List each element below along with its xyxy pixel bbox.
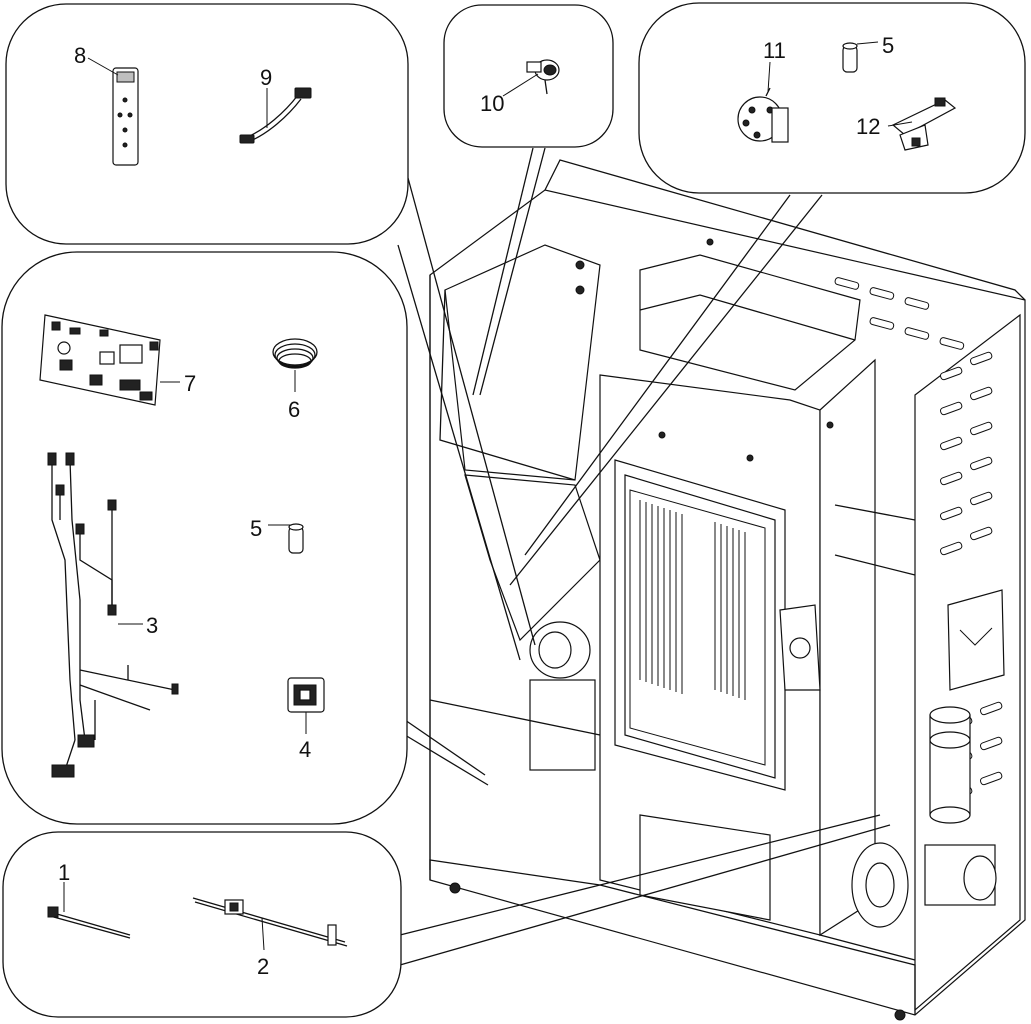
label-part-11: 11 bbox=[763, 38, 786, 63]
wire-coil-part bbox=[272, 338, 318, 369]
leader-lines bbox=[397, 147, 891, 966]
glass-door bbox=[614, 459, 821, 791]
label-part-10: 10 bbox=[480, 91, 504, 116]
probe-part-1 bbox=[47, 906, 131, 939]
label-part-6: 6 bbox=[288, 397, 300, 422]
ash-pan bbox=[639, 814, 771, 921]
fuse-part-left bbox=[288, 523, 304, 554]
label-part-5-left: 5 bbox=[250, 516, 262, 541]
label-part-1: 1 bbox=[58, 860, 70, 885]
label-part-3: 3 bbox=[146, 613, 158, 638]
fuse-part-top bbox=[842, 42, 858, 73]
label-part-5-top: 5 bbox=[882, 33, 894, 58]
callout-bubble-8-9 bbox=[5, 3, 409, 245]
label-part-7: 7 bbox=[184, 371, 196, 396]
access-cover bbox=[947, 589, 1005, 691]
relay-part bbox=[287, 677, 325, 713]
wiring-harness-part bbox=[47, 452, 179, 778]
label-part-9: 9 bbox=[260, 65, 272, 90]
part-number-labels: 8 9 10 11 5 12 7 6 5 3 4 1 2 bbox=[58, 33, 894, 979]
label-part-12: 12 bbox=[856, 114, 880, 139]
igniter-bracket-part bbox=[891, 97, 957, 151]
callout-bubble-1-2 bbox=[2, 831, 402, 1018]
thermostat-part bbox=[526, 59, 560, 95]
stove-body bbox=[429, 159, 1026, 1021]
label-part-8: 8 bbox=[74, 43, 86, 68]
control-panel-part bbox=[112, 67, 139, 166]
pressure-switch-part bbox=[737, 87, 789, 143]
label-part-4: 4 bbox=[299, 737, 311, 762]
circuit-board-part bbox=[39, 314, 161, 406]
label-part-2: 2 bbox=[257, 954, 269, 979]
ribbon-cable-part bbox=[239, 87, 312, 144]
vent-slots-back bbox=[834, 277, 965, 350]
callout-bubble-11-5-12 bbox=[638, 2, 1026, 194]
exhaust-pipe bbox=[929, 706, 971, 824]
pellet-hopper bbox=[444, 244, 601, 481]
callout-bubble-10 bbox=[443, 4, 614, 148]
sensor-part-2 bbox=[192, 897, 348, 947]
